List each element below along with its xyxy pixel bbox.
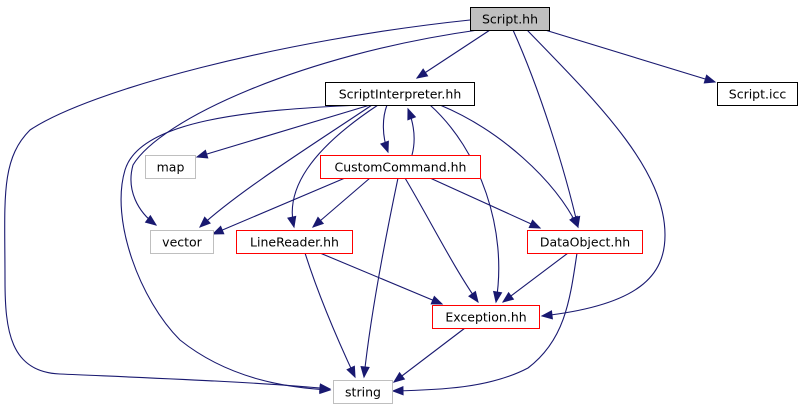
edge-exception-hh-to-string [392, 327, 466, 383]
edge-arrowhead [703, 74, 717, 84]
edge-arrowhead [407, 107, 417, 121]
edge-custom-command-hh-to-line-reader-hh [311, 177, 371, 228]
edge-arrowhead [346, 365, 356, 379]
edge-line [429, 177, 541, 229]
edge-line [416, 29, 491, 79]
node-map: map [145, 155, 196, 179]
node-box [717, 82, 798, 106]
edge-custom-command-hh-to-exception-hh [404, 177, 479, 304]
node-script-interpreter-hh[interactable]: ScriptInterpreter.hh [325, 82, 475, 106]
node-label: DataObject.hh [540, 235, 630, 250]
edge-data-object-hh-to-string [391, 252, 578, 396]
edge-script-hh-to-exception-hh [526, 29, 666, 320]
edge-line [429, 104, 500, 303]
node-label: Exception.hh [445, 310, 526, 325]
edge-line [439, 104, 579, 228]
edge-line [512, 29, 579, 228]
node-label: string [345, 385, 381, 400]
edge-line [199, 104, 373, 228]
edge-script-interpreter-hh-to-string [120, 104, 361, 395]
edge-line [404, 177, 479, 303]
edge-arrowhead [360, 366, 370, 379]
edge-line-reader-hh-to-string [304, 252, 356, 379]
node-box [470, 7, 550, 31]
edge-script-interpreter-hh-to-data-object-hh [439, 104, 579, 229]
node-custom-command-hh[interactable]: CustomCommand.hh [320, 155, 481, 179]
edge-arrowhead [144, 214, 158, 226]
edge-arrowhead [415, 68, 429, 79]
node-box [325, 82, 475, 106]
edge-script-hh-to-data-object-hh [512, 29, 581, 229]
edge-arrowhead [211, 225, 225, 235]
edge-arrowhead [287, 215, 297, 229]
node-script-icc[interactable]: Script.icc [717, 82, 798, 106]
edge-script-hh-to-string [4, 19, 471, 393]
node-box [145, 155, 196, 179]
edge-line [4, 19, 471, 390]
edge-script-interpreter-hh-to-map [195, 104, 371, 159]
edge-script-interpreter-hh-to-line-reader-hh [287, 104, 379, 229]
node-box [333, 380, 393, 404]
edge-line [502, 252, 569, 303]
node-box [527, 230, 643, 254]
edge-data-object-hh-to-exception-hh [501, 252, 569, 303]
edge-line [212, 177, 346, 235]
node-line-reader-hh[interactable]: LineReader.hh [236, 230, 353, 254]
node-box [236, 230, 353, 254]
edge-arrowhead [528, 219, 542, 229]
edge-line [319, 252, 443, 305]
edge-custom-command-hh-to-script-interpreter-hh [407, 107, 417, 156]
edge-line [291, 104, 379, 228]
node-exception-hh[interactable]: Exception.hh [432, 305, 540, 329]
edge-arrowhead [199, 216, 211, 228]
edge-arrowhead [392, 371, 406, 383]
edge-arrowhead [319, 384, 332, 395]
node-label: Script.hh [482, 12, 538, 27]
node-box [432, 305, 540, 329]
node-label: map [157, 160, 185, 175]
node-label: LineReader.hh [250, 235, 339, 250]
edge-custom-command-hh-to-vector [211, 177, 346, 235]
edge-arrowhead [492, 290, 503, 304]
node-script-hh[interactable]: Script.hh [470, 7, 550, 31]
edge-arrowhead [540, 310, 553, 320]
node-label: ScriptInterpreter.hh [339, 87, 462, 102]
edge-arrowhead [430, 295, 444, 305]
edge-line [312, 177, 371, 228]
edge-line [363, 177, 399, 378]
edge-script-interpreter-hh-to-vector [199, 104, 373, 228]
edge-arrowhead [501, 291, 515, 303]
node-data-object-hh[interactable]: DataObject.hh [527, 230, 643, 254]
node-vector: vector [150, 230, 214, 254]
edge-line-reader-hh-to-exception-hh [319, 252, 444, 305]
edge-arrowhead [468, 290, 479, 304]
edges-layer [4, 19, 717, 396]
edge-line [544, 29, 716, 83]
node-string: string [333, 380, 393, 404]
edge-line [196, 104, 371, 158]
edge-custom-command-hh-to-data-object-hh [429, 177, 542, 229]
node-label: vector [162, 235, 203, 250]
edge-line [393, 327, 466, 383]
edge-arrowhead [569, 215, 579, 229]
edge-script-interpreter-hh-to-custom-command-hh [379, 104, 389, 154]
edge-line [526, 29, 666, 317]
node-box [320, 155, 481, 179]
edge-script-hh-to-script-icc [544, 29, 717, 84]
edge-line [392, 252, 578, 392]
node-label: Script.icc [729, 87, 787, 102]
edge-arrowhead [379, 140, 389, 154]
edge-arrowhead [391, 386, 404, 396]
node-box [150, 230, 214, 254]
edge-line [120, 104, 361, 391]
edge-script-hh-to-script-interpreter-hh [415, 29, 491, 79]
edge-custom-command-hh-to-string [360, 177, 399, 379]
edge-script-interpreter-hh-to-exception-hh [429, 104, 503, 304]
edge-line [304, 252, 356, 378]
edge-arrowhead [195, 149, 209, 159]
node-label: CustomCommand.hh [335, 160, 467, 175]
edge-arrowhead [311, 216, 325, 228]
